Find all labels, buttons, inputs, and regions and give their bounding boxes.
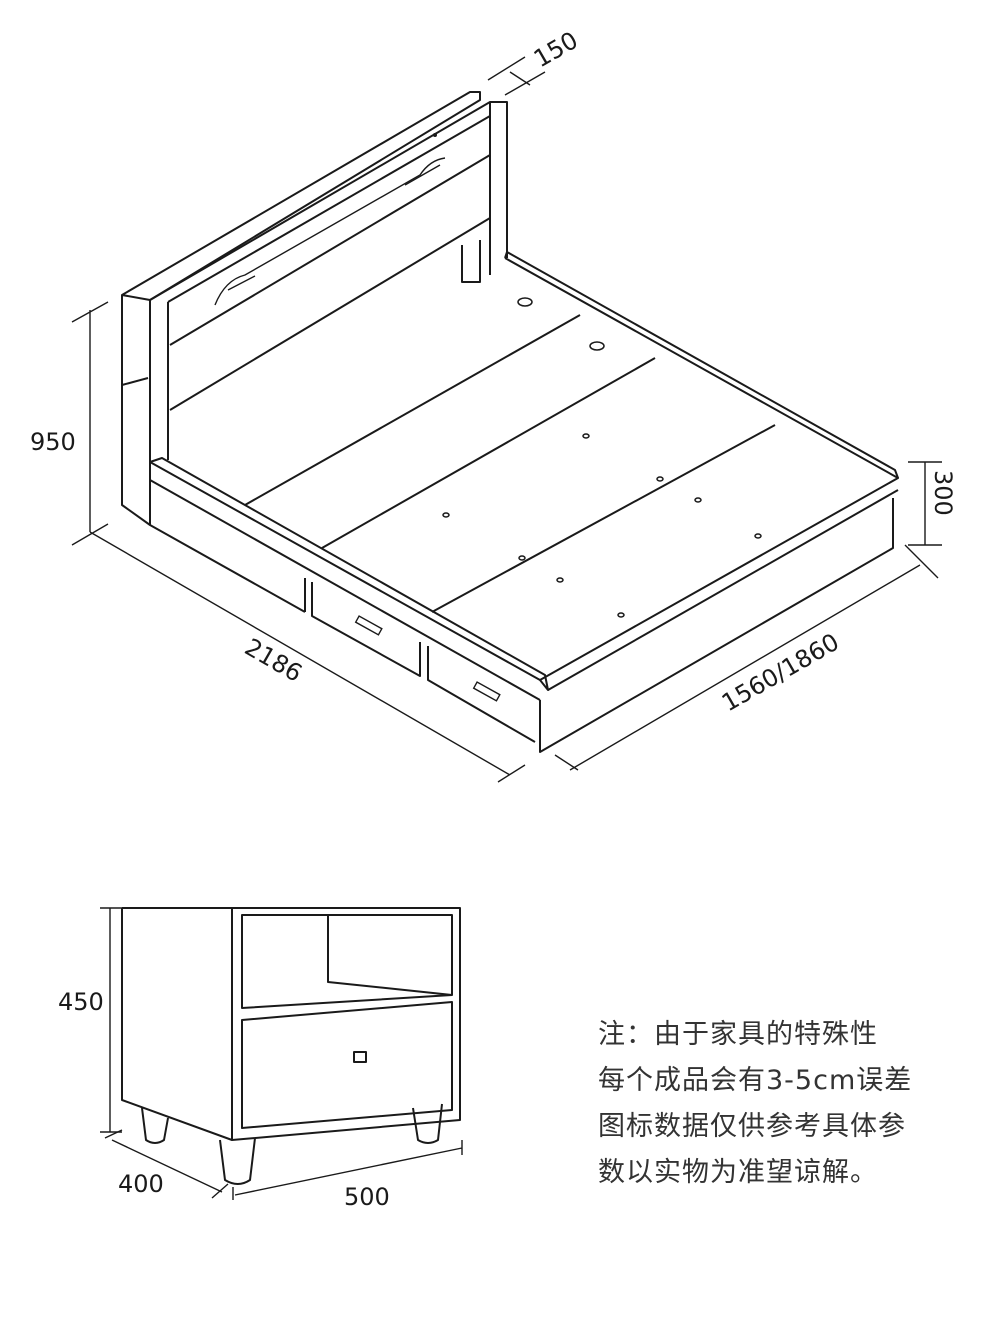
note-line: 每个成品会有3-5cm误差	[598, 1065, 913, 1096]
bed-drawing	[71, 56, 942, 783]
disclaimer-note: 注：由于家具的特殊性 每个成品会有3-5cm误差 图标数据仅供参考具体参 数以实…	[598, 1012, 912, 1196]
nightstand-height-label: 450	[58, 988, 104, 1016]
note-line: 图标数据仅供参考具体参	[598, 1111, 906, 1142]
nightstand-width-label: 500	[344, 1183, 390, 1211]
headboard-depth-label: 150	[529, 26, 583, 73]
note-line: 注：由于家具的特殊性	[598, 1019, 878, 1050]
nightstand-drawing	[100, 907, 463, 1200]
bed-height-label: 950	[30, 428, 76, 456]
bed-length-label: 2186	[240, 633, 307, 688]
nightstand-depth-label: 400	[118, 1170, 164, 1198]
bed-frame-height-label: 300	[929, 470, 957, 516]
note-line: 数以实物为准望谅解。	[598, 1157, 878, 1188]
